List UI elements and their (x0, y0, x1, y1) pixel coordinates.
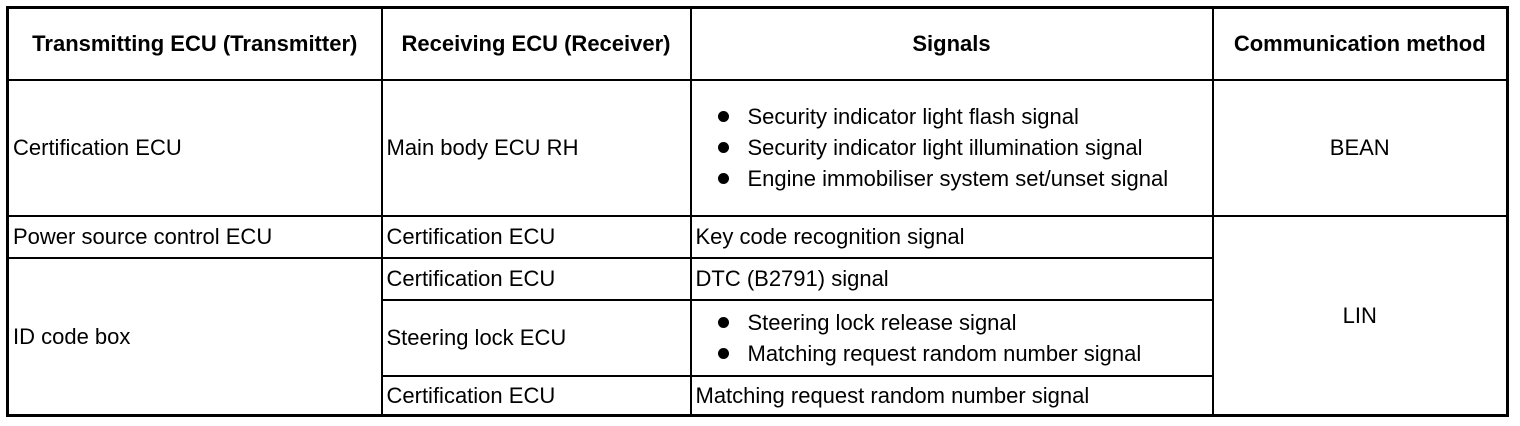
bullet-icon (717, 347, 729, 359)
signal-text: Security indicator light illumination si… (747, 135, 1143, 160)
table-row: Certification ECU Matching request rando… (8, 374, 1508, 417)
bullet-icon (717, 173, 729, 184)
table-row: Steering lock ECU Steering lock release … (8, 298, 1508, 377)
list-item: Steering lock release signal (696, 307, 1208, 338)
signal-list: Security indicator light flash signal Se… (696, 101, 1208, 194)
signal-text: Matching request random number signal (747, 340, 1142, 366)
table-row: Certification ECU Main body ECU RH Secur… (6, 78, 1509, 217)
signals-cell: Security indicator light flash signal Se… (689, 78, 1214, 217)
list-item: Engine immobiliser system set/unset sign… (696, 163, 1208, 194)
signals-cell: DTC (B2791) signal (689, 256, 1214, 301)
table-row: ID code box Certification ECU DTC (B2791… (6, 256, 1508, 417)
signal-text: Steering lock release signal (747, 309, 1017, 335)
bullet-icon (717, 111, 729, 122)
signal-list: Steering lock release signal Matching re… (696, 307, 1208, 369)
header-row: Transmitting ECU (Transmitter) Receiving… (6, 6, 1509, 81)
transmitter-cell: Certification ECU (6, 78, 383, 217)
header-transmitter: Transmitting ECU (Transmitter) (6, 6, 383, 81)
transmitter-cell: ID code box (6, 256, 383, 417)
receiver-cell: Certification ECU (380, 214, 692, 259)
method-cell: LIN (1211, 214, 1509, 417)
header-method: Communication method (1211, 6, 1509, 81)
header-signals: Signals (689, 6, 1214, 81)
bullet-icon (717, 142, 729, 153)
signals-cell: Matching request random number signal (689, 374, 1214, 417)
list-item: Matching request random number signal (696, 338, 1208, 369)
transmitter-cell: Power source control ECU (6, 214, 383, 259)
signal-text: Security indicator light flash signal (747, 104, 1079, 129)
method-cell: BEAN (1211, 78, 1509, 217)
receiver-cell: Certification ECU (380, 374, 692, 417)
signals-cell: Steering lock release signal Matching re… (689, 298, 1214, 377)
table-row: Power source control ECU Certification E… (6, 214, 1509, 417)
receiver-cell: Certification ECU (380, 256, 692, 301)
signals-cell: Key code recognition signal (689, 214, 1214, 259)
communication-table: Transmitting ECU (Transmitter) Receiving… (6, 6, 1509, 417)
list-item: Security indicator light illumination si… (696, 132, 1208, 163)
bullet-icon (717, 316, 729, 328)
list-item: Security indicator light flash signal (696, 101, 1208, 132)
receiver-cell: Steering lock ECU (380, 298, 692, 377)
receiver-cell: Main body ECU RH (380, 78, 692, 217)
header-receiver: Receiving ECU (Receiver) (380, 6, 692, 81)
signal-text: Engine immobiliser system set/unset sign… (747, 166, 1169, 191)
